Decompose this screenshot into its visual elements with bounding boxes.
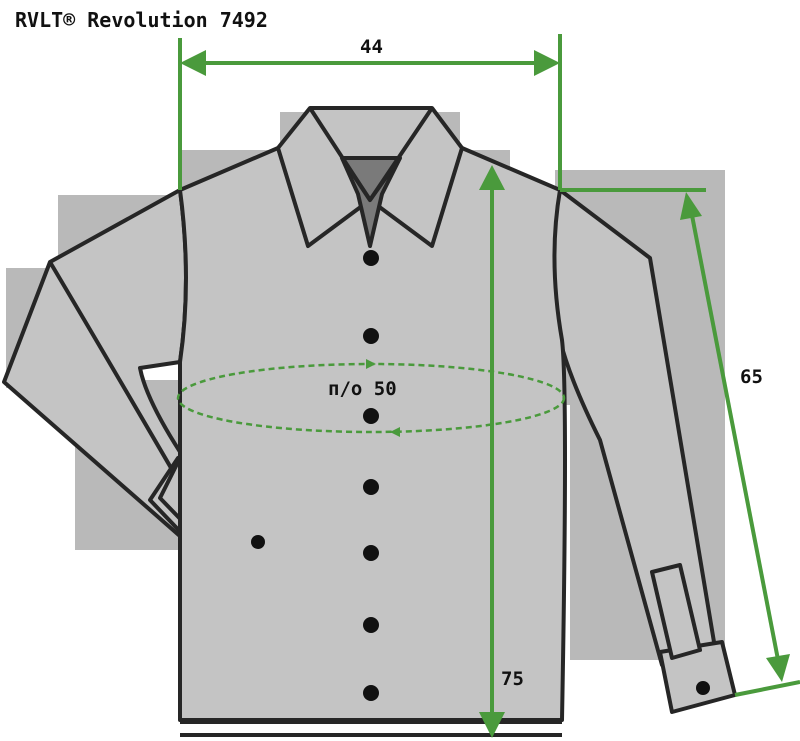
length-arrow-bottom (479, 712, 505, 738)
sleeve-arrow-top (680, 192, 702, 220)
cuff-button-right (696, 681, 710, 695)
button (363, 617, 379, 633)
width-label: 44 (360, 36, 383, 58)
length-label: 75 (501, 668, 524, 690)
sleeve-tick-bottom (734, 680, 800, 697)
button (363, 328, 379, 344)
sleeve-line (688, 204, 782, 671)
chest-arrow-bottom (390, 427, 400, 437)
cuff-button-left (251, 535, 265, 549)
measure-lines (178, 34, 800, 738)
button (363, 545, 379, 561)
chest-label: п/о 50 (328, 378, 397, 400)
chest-measure (176, 359, 566, 437)
buttons (251, 250, 710, 701)
chest-arrow-top (366, 359, 376, 369)
sleeve-label: 65 (740, 366, 763, 388)
width-arrow-left (180, 50, 206, 76)
width-arrow-right (534, 50, 560, 76)
collar (276, 106, 464, 248)
button (363, 408, 379, 424)
button (363, 479, 379, 495)
sleeve-arrow-bottom (766, 654, 790, 682)
button (363, 685, 379, 701)
button (363, 250, 379, 266)
shirt-body (178, 146, 567, 737)
length-arrow-top (479, 165, 505, 190)
page-title: RVLT® Revolution 7492 (15, 8, 268, 32)
